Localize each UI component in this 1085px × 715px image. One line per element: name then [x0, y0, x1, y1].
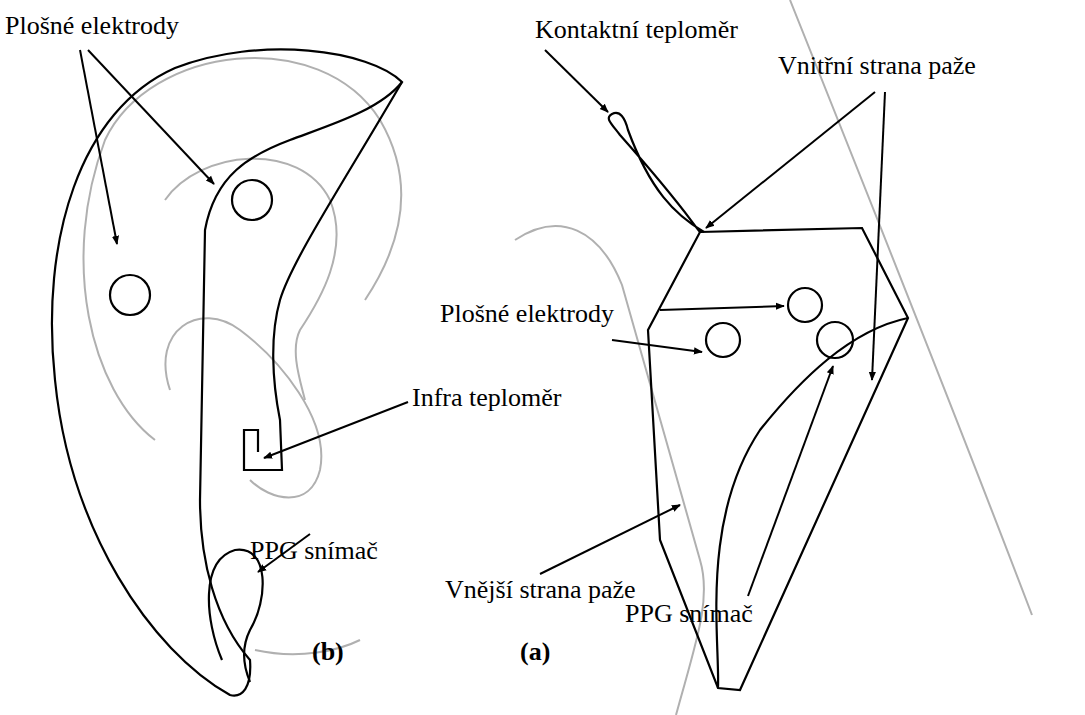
part-label: Plošné elektrody: [5, 10, 179, 41]
figure-letter: (a): [520, 636, 550, 667]
part-label: Vnitřní strana paže: [778, 50, 976, 81]
figure-letter: (b): [312, 636, 344, 667]
part-label: PPG snímač: [250, 535, 378, 566]
arm-sensor: [609, 113, 908, 690]
part-label: Infra teploměr: [412, 382, 561, 413]
ear-sensor: [52, 49, 402, 695]
part-label: Plošné elektrody: [440, 298, 614, 329]
part-label: Kontaktní teploměr: [535, 14, 738, 45]
leader-arrows: [80, 50, 885, 596]
anatomy-outline: [84, 0, 1032, 715]
part-label: PPG snímač: [625, 598, 753, 629]
part-label: Vnější strana paže: [445, 574, 636, 605]
